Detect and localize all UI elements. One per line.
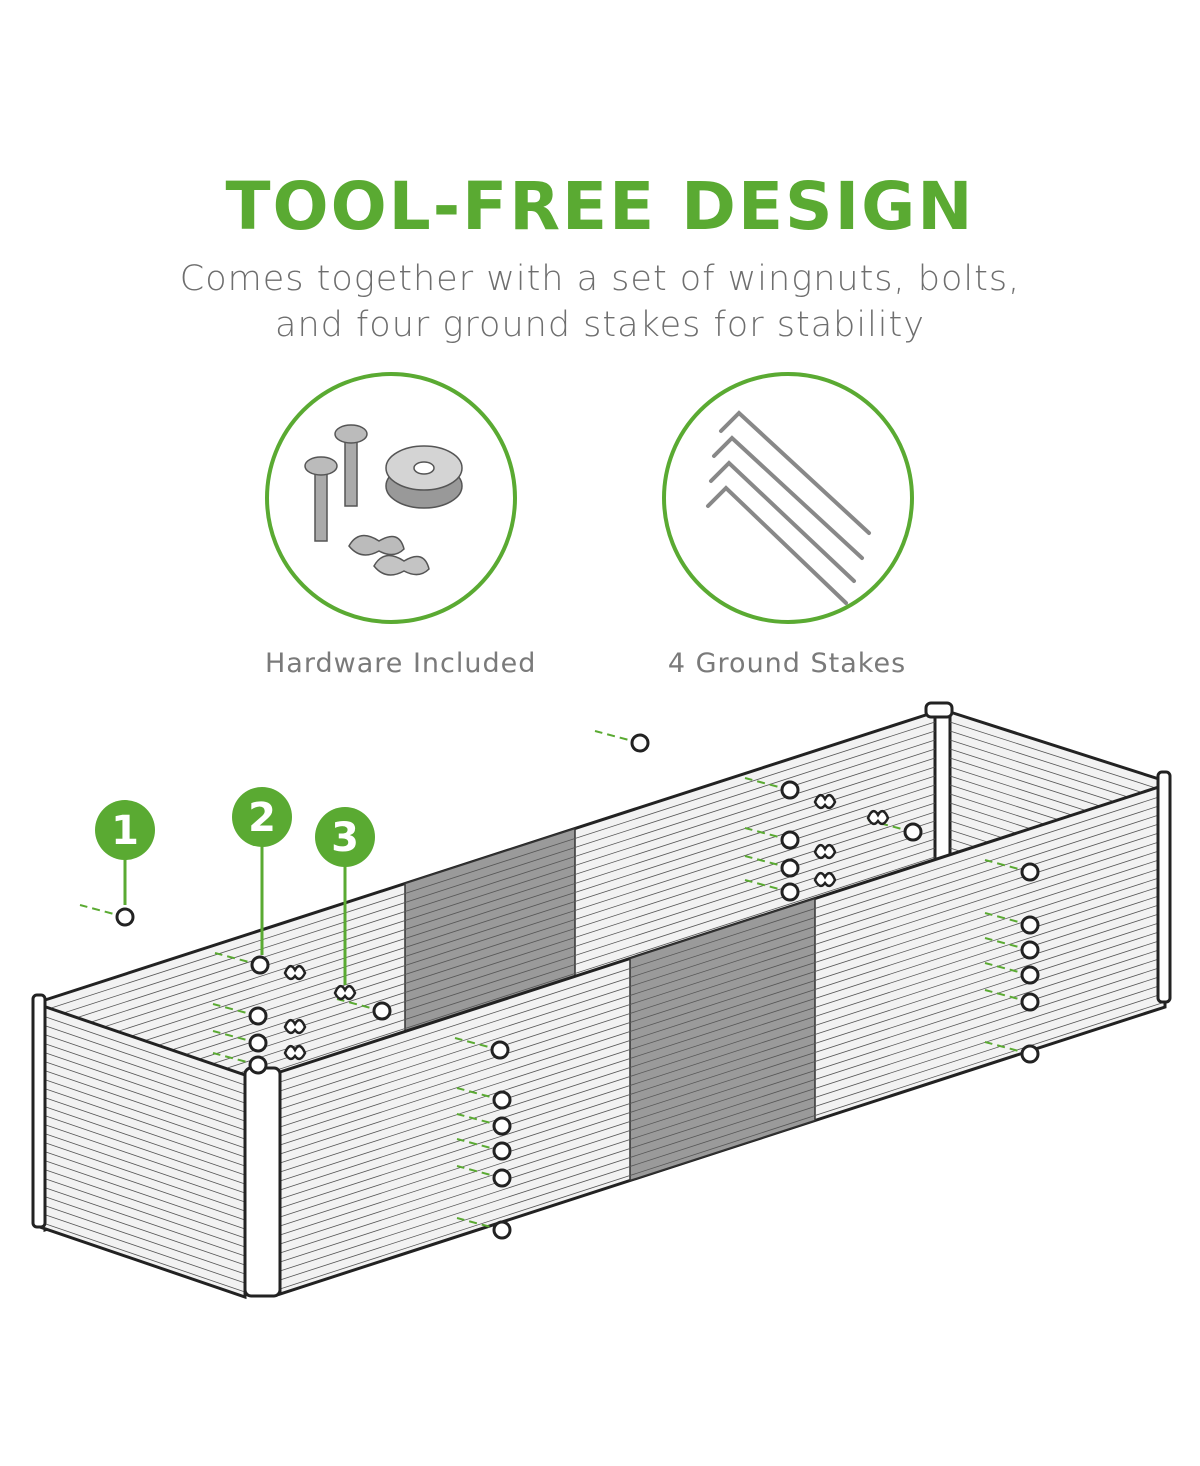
step-callout-2: 2 <box>232 787 292 955</box>
step-callout-3: 3 <box>315 807 375 985</box>
bolt-icon <box>1020 965 1040 985</box>
bolt-icon <box>780 882 800 902</box>
bolt-icon <box>248 1055 268 1075</box>
corner-post <box>1156 770 1172 1004</box>
bolt-icon <box>780 780 800 800</box>
step-number: 2 <box>248 795 276 841</box>
subtitle-line-1: Comes together with a set of wingnuts, b… <box>179 259 1021 299</box>
wingnut-icon <box>283 1018 307 1035</box>
wingnut-icon <box>813 871 837 888</box>
bolt-icon <box>492 1141 512 1161</box>
bolt-icon <box>903 822 923 842</box>
bolt-icon <box>492 1090 512 1110</box>
bolt-icon <box>1020 862 1040 882</box>
wingnut-icon <box>283 1044 307 1061</box>
bolt-icon <box>248 1006 268 1026</box>
step-badge <box>95 800 155 860</box>
step-number: 1 <box>111 808 139 854</box>
feature-ground-stakes: 4 Ground Stakes <box>662 372 914 679</box>
dark-panel <box>629 897 816 1182</box>
bolt-icon <box>492 1116 512 1136</box>
wingnut-icon <box>333 984 357 1001</box>
wingnut-icon <box>866 809 890 826</box>
step-number: 3 <box>331 815 359 861</box>
corner-post <box>243 1066 282 1298</box>
wingnut-icon <box>813 793 837 810</box>
bolt-icon <box>630 733 650 753</box>
bolt-icon <box>492 1168 512 1188</box>
corner-post <box>924 701 954 719</box>
bolt-icon <box>1020 940 1040 960</box>
raised-bed-diagram: 1 2 3 <box>31 701 1172 1300</box>
bolt-icon <box>372 1001 392 1021</box>
hardware-caption: Hardware Included <box>265 648 537 679</box>
bolt-icon <box>248 1033 268 1053</box>
bolt-icon <box>490 1040 510 1060</box>
step-badge <box>232 787 292 847</box>
bolt-icon <box>780 858 800 878</box>
bolt-icon <box>1020 915 1040 935</box>
step-callout-1: 1 <box>95 800 155 905</box>
wingnut-icon <box>283 964 307 981</box>
bolt-icon <box>250 955 270 975</box>
hardware-icon <box>265 372 517 624</box>
step-badge <box>315 807 375 867</box>
stakes-caption: 4 Ground Stakes <box>667 648 907 679</box>
subtitle: Comes together with a set of wingnuts, b… <box>0 256 1200 348</box>
bolt-icon <box>115 907 135 927</box>
bolt-icon <box>1020 1044 1040 1064</box>
bolt-icon <box>1020 992 1040 1012</box>
bolt-icon <box>780 830 800 850</box>
corner-post <box>31 993 47 1229</box>
front-wall <box>278 782 1167 1297</box>
page-title: TOOL-FREE DESIGN <box>225 168 975 245</box>
subtitle-line-2: and four ground stakes for stability <box>275 305 925 345</box>
feature-hardware: Hardware Included <box>265 372 537 679</box>
ground-stakes-icon <box>662 372 914 624</box>
wingnut-icon <box>813 843 837 860</box>
bolt-icon <box>492 1220 512 1240</box>
